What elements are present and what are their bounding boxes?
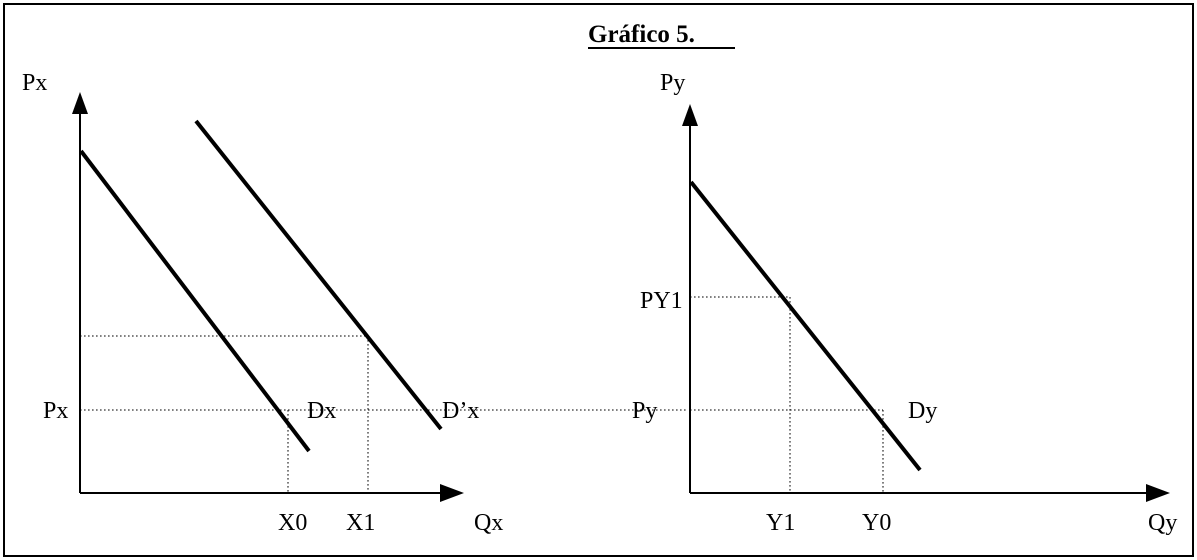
figure-title: Gráfico 5. <box>588 21 695 48</box>
right-price-tick-py: Py <box>632 398 657 424</box>
right-x-axis-arrow <box>1146 484 1170 502</box>
right-price-tick-py1: PY1 <box>640 288 683 314</box>
left-price-tick-label: Px <box>43 398 68 424</box>
left-x-axis-label: Qx <box>474 510 503 536</box>
curve-label-dx-shifted: D’x <box>442 398 479 424</box>
right-quantity-tick-y0: Y0 <box>862 510 891 536</box>
demand-curve-dx <box>79 149 311 453</box>
right-y-axis-label: Py <box>660 70 685 96</box>
left-quantity-tick-x0: X0 <box>278 510 307 536</box>
left-x-axis-arrow <box>440 484 464 502</box>
left-quantity-tick-x1: X1 <box>346 510 375 536</box>
right-x-axis-label: Qy <box>1148 510 1177 536</box>
right-quantity-tick-y1: Y1 <box>766 510 795 536</box>
left-panel: Px Qx Px X0 X1 Dx D’x <box>22 70 688 536</box>
left-y-axis-label: Px <box>22 70 47 96</box>
curve-label-dy: Dy <box>908 398 937 424</box>
right-y-axis-arrow <box>682 104 698 126</box>
curve-label-dx: Dx <box>307 398 336 424</box>
demand-curve-dy <box>689 180 922 472</box>
left-y-axis-arrow <box>72 92 88 114</box>
demand-curve-dx-shifted <box>194 119 443 431</box>
figure-frame <box>3 3 1194 557</box>
right-panel: Py Qy PY1 Py Y1 Y0 Dy <box>632 70 1177 536</box>
